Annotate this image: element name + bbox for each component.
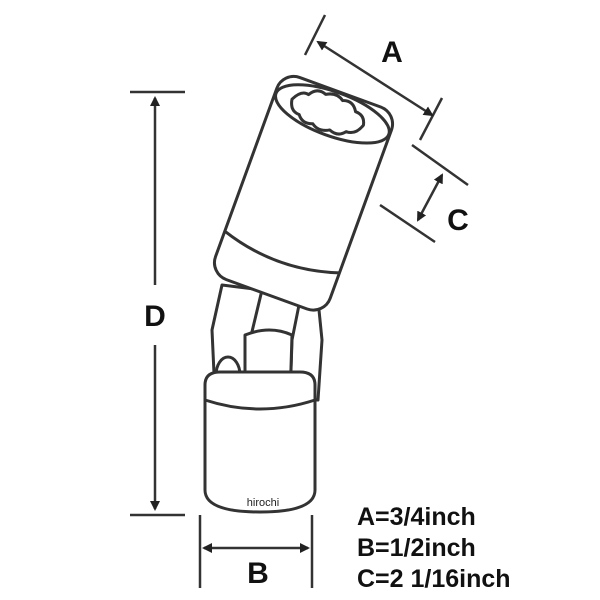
spec-c: C=2 1/16inch (357, 565, 511, 593)
lower-socket (203, 370, 317, 514)
spec-a: A=3/4inch (357, 503, 476, 531)
spec-b: B=1/2inch (357, 534, 476, 562)
label-a: A (381, 36, 403, 69)
label-c: C (447, 204, 469, 237)
label-b: B (247, 557, 269, 590)
label-d: D (144, 300, 166, 333)
upper-socket (212, 74, 395, 312)
watermark: hirochi (247, 497, 279, 509)
dimension-lines (130, 14, 469, 588)
